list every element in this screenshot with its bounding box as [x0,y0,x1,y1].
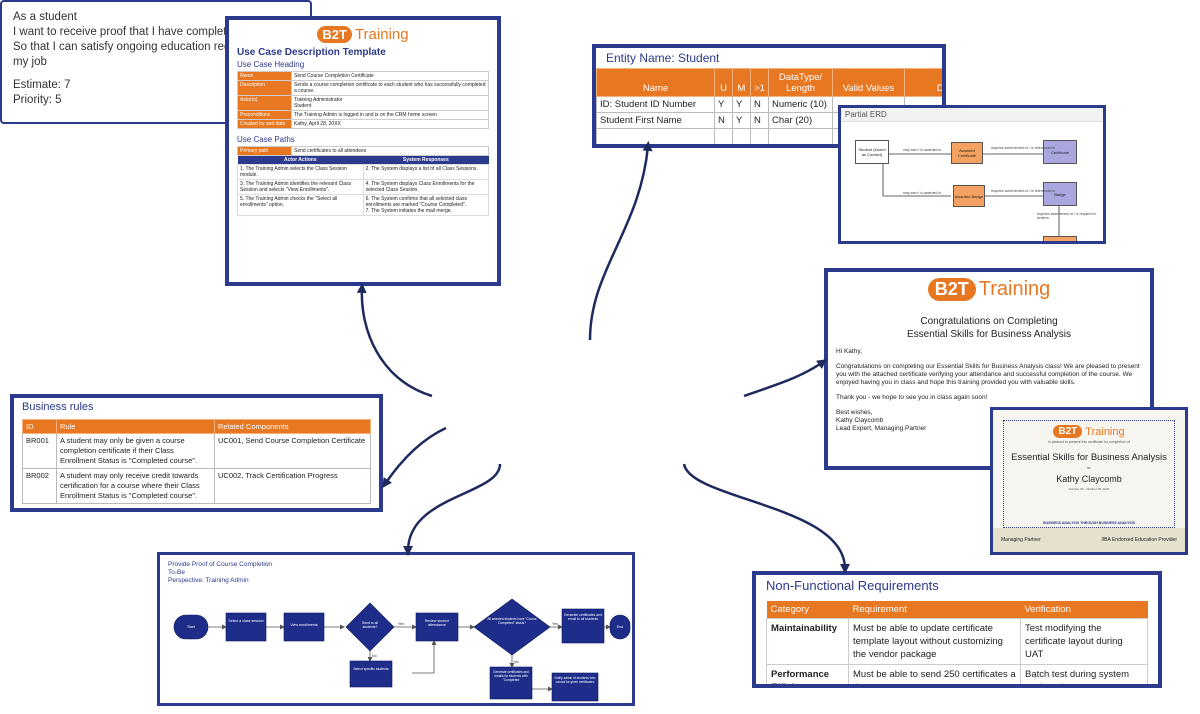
business-rules-heading: Business rules [22,401,94,413]
table-row: Actor(s)Training Administrator Student [237,95,489,111]
process-flow-panel: Provide Proof of Course Completion To-Be… [157,552,635,706]
certificate-course: Essential Skills for Business Analysis [1011,452,1167,463]
use-case-paths-heading: Use Case Paths [237,135,295,144]
arrow-to-nfr [682,463,850,574]
process-review-attendance [415,612,459,642]
story-priority: Priority: 5 [13,94,62,106]
certificate-signature: Managing Partner [1001,537,1041,543]
start-label: Start [187,625,195,629]
erd-awarded-badge: Awarded Badge [953,185,985,207]
process-notify-admin [551,672,599,702]
process-generate-all [561,608,605,644]
process-decision-completed [473,598,551,656]
letter-greeting: Hi Kathy, [836,348,862,355]
process-decision-all [345,602,395,652]
end-label: End [617,625,623,629]
partial-erd-panel: Partial ERD Student (stored as Contact) … [838,105,1106,244]
yes-label-1: Yes [398,622,404,626]
arrow-to-use-case [356,283,433,398]
table-row: 1. The Training Admin selects the Class … [237,164,490,180]
certificate-panel: B2T Training is pleased to present this … [990,407,1188,555]
use-case-title: Use Case Description Template [237,47,386,58]
table-row: 3. The Training Admin identifies the rel… [237,179,490,195]
nfr-table: Category Requirement Verification Mainta… [766,601,1148,684]
iiba-logo: IIBA Endorsed Education Provider [1101,537,1177,543]
letter-title: Congratulations on Completing Essential … [907,316,1071,340]
process-view-enrollments [283,612,325,642]
no-label-2: No [514,660,519,664]
arrow-to-entity [588,141,653,341]
non-functional-requirements-panel: Non-Functional Requirements Category Req… [752,571,1162,688]
erd-lines [882,153,1060,241]
arrow-to-process [403,463,502,556]
letter-thanks: Thank you - we hope to see you in class … [836,394,988,401]
story-estimate: Estimate: 7 [13,79,71,91]
certificate-name: Kathy Claycomb [1056,474,1122,484]
process-header: Provide Proof of Course Completion To-Be… [168,561,273,584]
b2t-logo: B2T Training [237,26,489,43]
letter-body: Congratulations on completing our Essent… [836,363,1140,386]
process-start [173,614,209,640]
erd-badge-criteria: Badge Criteria [1043,236,1077,241]
no-label-1: No [372,654,377,658]
process-select-specific [349,660,393,688]
arrow-to-letter [743,359,828,398]
process-generate-some [489,666,533,700]
erd-certificate: Certificate [1043,140,1077,164]
table-row: 5. The Training Admin checks the "Select… [237,194,490,216]
use-case-description-panel: B2T Training Use Case Description Templa… [225,16,501,286]
erd-badge: Badge [1043,182,1077,206]
use-case-heading: Use Case Heading [237,60,305,69]
b2t-logo: B2T Training [1004,425,1174,438]
erd-awarded-certificate: Awarded Certificate [951,142,983,164]
process-end [609,614,631,640]
process-flowchart: Start Select a class session View enroll… [173,598,631,702]
business-rules-panel: Business rules ID Rule Related Component… [10,394,383,512]
arrow-to-rules [382,426,447,489]
process-select-session [225,612,267,642]
letter-signature: Best wishes, Kathy Claycomb Lead Expert,… [836,409,927,432]
b2t-logo: B2T Training [836,278,1142,301]
yes-label-2: Yes [552,622,558,626]
erd-title: Partial ERD [841,108,1103,122]
entity-heading: Entity Name: Student [606,51,720,65]
erd-student: Student (stored as Contact) [855,140,889,164]
nfr-heading: Non-Functional Requirements [766,578,939,593]
